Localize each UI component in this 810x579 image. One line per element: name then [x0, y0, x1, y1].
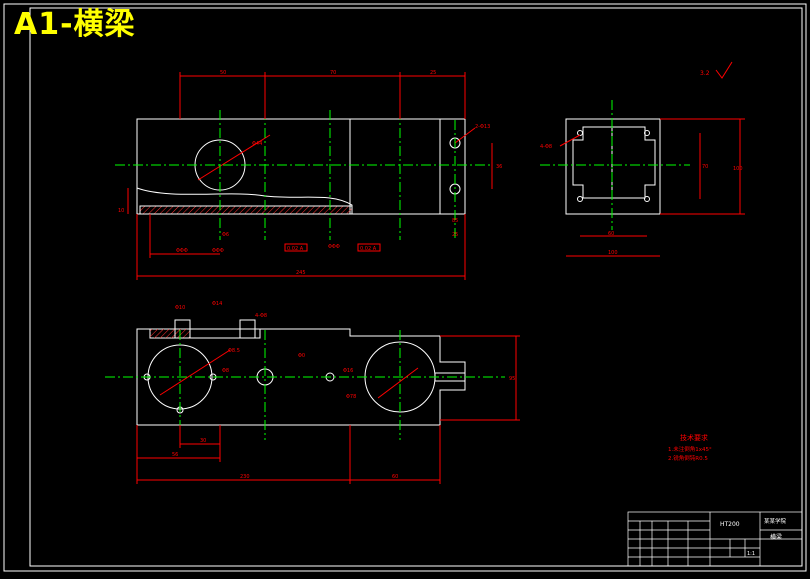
side-dim-bottom-inner: 60 — [608, 231, 614, 237]
front-small-hole-leader — [454, 127, 476, 144]
notes-item-1: 1.未注倒角1x45° — [668, 445, 712, 453]
notes-item-2: 2.锐角倒钝R0.5 — [668, 454, 708, 462]
front-tolerance-frame-1 — [284, 243, 308, 252]
front-dim-overall: 245 — [296, 270, 306, 276]
top-dim-pin2: Φ14 — [212, 301, 222, 307]
front-dim-right: 36 — [496, 164, 502, 170]
front-dim-top-3: 25 — [430, 70, 436, 76]
front-tolerance-1: 0.02 A — [287, 246, 304, 252]
title-block-scale: 1:1 — [747, 551, 755, 557]
front-dim-bottom-b: 25 — [452, 232, 458, 238]
technical-notes: 技术要求 1.未注倒角1x45° 2.锐角倒钝R0.5 — [668, 433, 712, 462]
side-view: 100 70 60 100 4-Φ8 — [540, 100, 745, 257]
title-block — [627, 511, 803, 567]
roughness-symbol: 3.2 — [700, 61, 733, 79]
side-hole-1 — [577, 130, 583, 136]
front-dim-b: ΦΦΦ — [212, 248, 224, 254]
roughness-label: 3.2 — [700, 70, 710, 77]
front-section-hatch — [139, 205, 353, 215]
top-hole-big-right: Φ78 — [346, 394, 356, 400]
side-hole-leader — [559, 134, 581, 147]
top-pin-2 — [239, 319, 256, 339]
front-view-outline — [136, 118, 466, 215]
front-dim-c: Φ6 — [222, 232, 229, 238]
top-dim-height: 95 — [509, 376, 515, 382]
notes-heading: 技术要求 — [680, 433, 708, 442]
front-hole-dia-label: Φ44 — [252, 141, 262, 147]
drawing-banner-title: A1-横梁 — [14, 7, 136, 42]
top-dim-left: 56 — [172, 452, 178, 458]
front-dim-depth: 85 — [452, 218, 458, 224]
front-dim-top-1: 50 — [220, 70, 226, 76]
top-view: Φ8.5 Φ78 Φ0 Φ16 Φ8 Φ10 Φ14 4-Φ8 30 56 23… — [105, 301, 520, 484]
top-hole-pin: Φ16 — [343, 368, 353, 374]
front-dim-left: 10 — [118, 208, 124, 214]
front-tolerance-2: 0.02 A — [360, 246, 377, 252]
title-block-material: HT200 — [720, 521, 740, 528]
front-small-hole-label: 2-Φ13 — [475, 124, 490, 130]
top-right-hole-leader — [377, 367, 419, 399]
front-dim-a: ΦΦΦ — [176, 248, 188, 254]
front-dim-top-2: 70 — [330, 70, 336, 76]
top-dim-total: 230 — [240, 474, 250, 480]
top-dim-pin3: 4-Φ8 — [255, 313, 267, 319]
top-dim-pin1: Φ10 — [175, 305, 185, 311]
top-pin-1 — [174, 319, 191, 339]
side-hole-4 — [644, 196, 650, 202]
top-hole-big-left: Φ8.5 — [228, 348, 240, 354]
inner-border — [29, 7, 803, 567]
side-view-outline — [565, 118, 661, 215]
side-dim-inner: 70 — [702, 164, 708, 170]
outer-border — [3, 3, 807, 572]
top-hole-mid: Φ0 — [298, 353, 305, 359]
top-hole-slot: Φ8 — [222, 368, 229, 374]
front-view: Φ44 2-Φ13 50 70 25 36 85 25 10 ΦΦΦ Φ6 — [115, 70, 502, 280]
title-block-school: 某某学院 — [764, 517, 787, 525]
side-hole-note: 4-Φ8 — [540, 144, 552, 150]
side-hole-2 — [644, 130, 650, 136]
top-dim-right: 60 — [392, 474, 398, 480]
side-dim-bottom-outer: 100 — [608, 250, 618, 256]
side-dim-height: 100 — [733, 166, 743, 172]
side-hole-3 — [577, 196, 583, 202]
roughness-icon — [715, 61, 733, 79]
top-section-hatch — [150, 329, 190, 338]
front-big-hole-leader — [197, 134, 271, 181]
front-dim-d: ΦΦΦ — [328, 244, 340, 250]
side-inner-profile — [572, 126, 656, 199]
top-left-hole-leader — [159, 349, 231, 396]
front-tolerance-frame-2 — [357, 243, 381, 252]
top-dim-step: 30 — [200, 438, 206, 444]
title-block-part-name: 横梁 — [770, 533, 782, 541]
